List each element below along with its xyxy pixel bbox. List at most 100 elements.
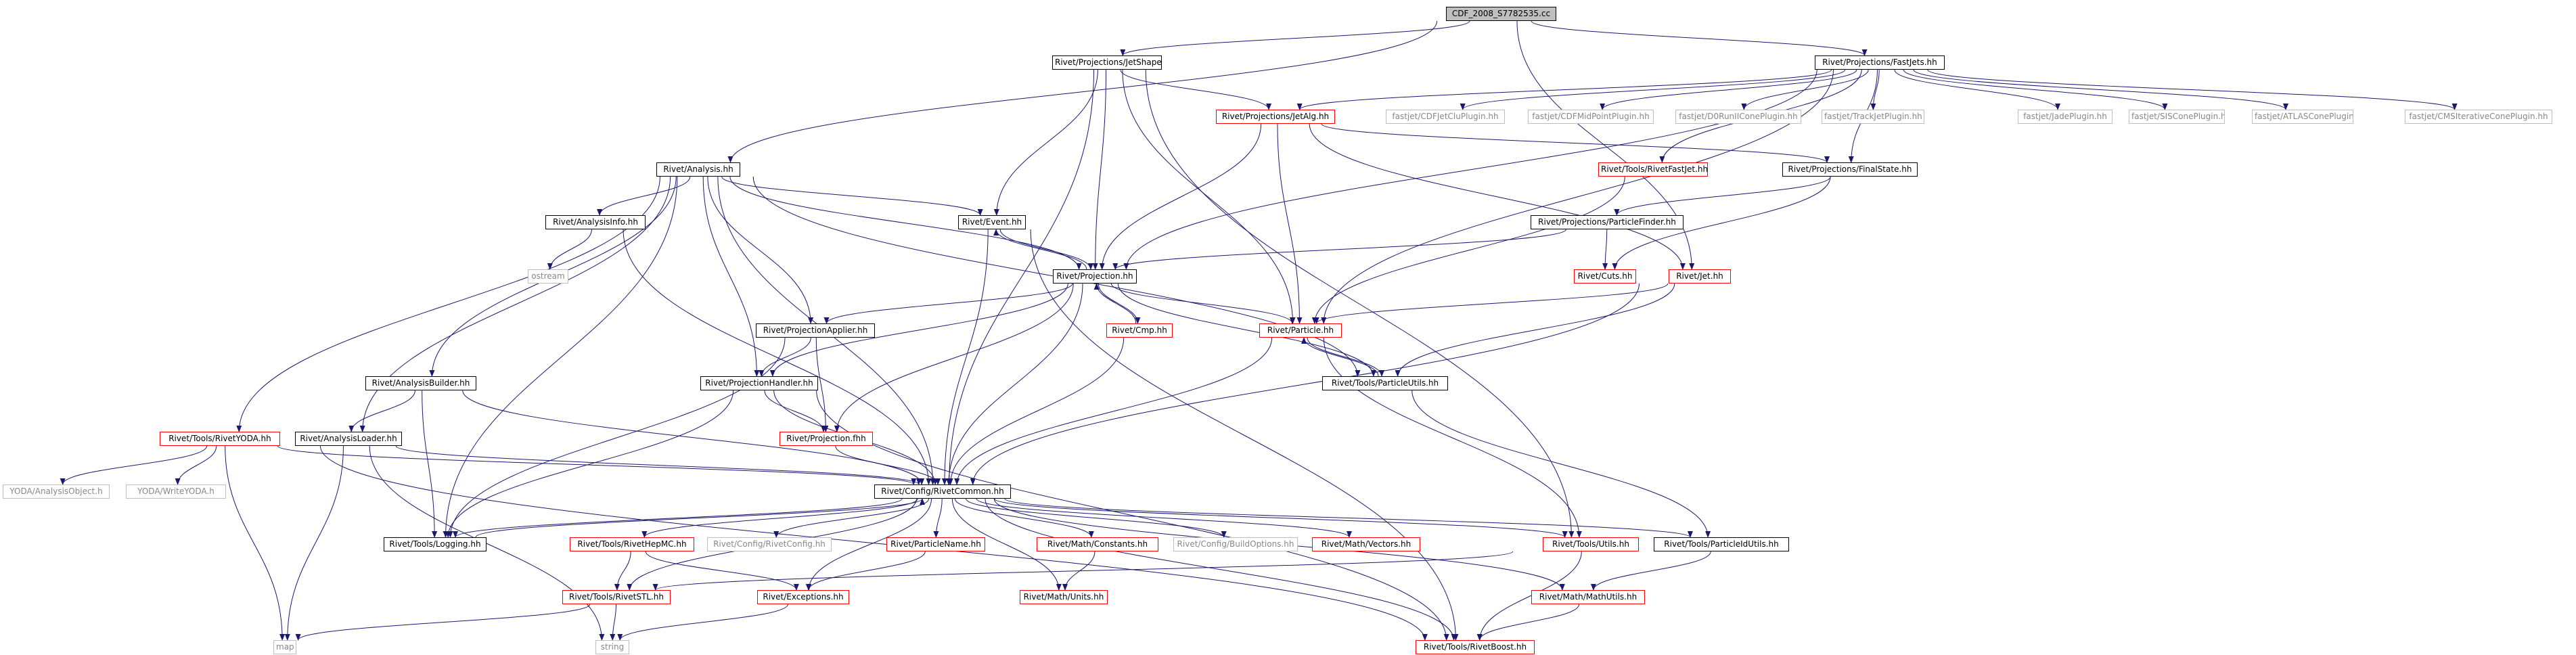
- edge-projection-to-rivetcommon: [946, 283, 1083, 485]
- edge-finalstate-to-particlefinder: [1614, 176, 1831, 216]
- node-cuts-header[interactable]: Rivet/Cuts.hh: [1574, 269, 1636, 284]
- node-root-source-file[interactable]: CDF_2008_S7782535.cc: [1446, 7, 1556, 21]
- edge-jetshape-to-jetalg: [1120, 69, 1271, 110]
- edge-analysisinfo-to-ostream: [547, 229, 592, 270]
- node-yoda-analysisobject: YODA/AnalysisObject.h: [3, 484, 110, 499]
- edge-fastjets-to-projection: [1123, 69, 1817, 270]
- edge-particle-to-rivetcommon: [954, 337, 1273, 485]
- edge-rivetcommon-to-utils: [994, 498, 1568, 538]
- node-analysisloader-header[interactable]: Rivet/AnalysisLoader.hh: [295, 432, 402, 446]
- node-atlascone-plugin: fastjet/ATLASConePlugin.hh: [2252, 110, 2353, 124]
- edge-utils-to-rivetboost: [1476, 551, 1582, 641]
- node-exceptions-header[interactable]: Rivet/Exceptions.hh: [757, 590, 849, 604]
- edge-mathutils-to-rivetboost: [1476, 604, 1580, 641]
- edge-particleidutils-to-mathutils: [1590, 551, 1711, 591]
- edge-rivetcommon-to-mathunits: [951, 498, 1062, 591]
- node-rivetconfig-header: Rivet/Config/RivetConfig.hh: [707, 537, 832, 551]
- node-rivetboost-header[interactable]: Rivet/Tools/RivetBoost.hh: [1416, 640, 1535, 654]
- edge-projection-to-event: [993, 229, 1087, 270]
- edge-event-to-rivetboost: [1030, 229, 1459, 641]
- node-math-mathutils-header[interactable]: Rivet/Math/MathUtils.hh: [1531, 590, 1645, 604]
- node-jetalg-header[interactable]: Rivet/Projections/JetAlg.hh: [1216, 110, 1335, 124]
- edge-jetalg-to-jet: [1309, 123, 1686, 270]
- edge-exceptions-to-string: [617, 604, 788, 641]
- node-analysisbuilder-header[interactable]: Rivet/AnalysisBuilder.hh: [365, 376, 476, 390]
- node-math-units-header[interactable]: Rivet/Math/Units.hh: [1020, 590, 1108, 604]
- node-projection-header[interactable]: Rivet/Projection.hh: [1053, 269, 1137, 284]
- node-jade-plugin: fastjet/JadePlugin.hh: [2018, 110, 2112, 124]
- node-projectionhandler-header[interactable]: Rivet/ProjectionHandler.hh: [700, 376, 818, 390]
- node-fastjets-header[interactable]: Rivet/Projections/FastJets.hh: [1815, 55, 1945, 70]
- edge-rivetcommon-to-particlename: [933, 498, 943, 538]
- edge-projection-to-projapplier: [823, 283, 1073, 324]
- edge-analysis-to-analysisinfo: [597, 176, 691, 216]
- edge-rivetyoda-to-rivetcommon: [277, 445, 916, 485]
- node-cdfjetclu-plugin: fastjet/CDFJetCluPlugin.hh: [1386, 110, 1505, 124]
- node-projection-fhh[interactable]: Rivet/Projection.fhh: [779, 432, 873, 446]
- edge-rivetstl-to-string: [610, 604, 617, 641]
- edge-rivetcommon-to-logging: [453, 498, 903, 538]
- edge-root-to-jet: [1516, 20, 1695, 270]
- node-buildoptions-header: Rivet/Config/BuildOptions.hh: [1173, 537, 1298, 551]
- edge-projfhh-to-rivetcommon: [835, 445, 941, 485]
- node-jetshape-header[interactable]: Rivet/Projections/JetShape.hh: [1052, 55, 1162, 70]
- edge-projhandler-to-projfhh: [764, 390, 827, 432]
- node-analysis-header[interactable]: Rivet/Analysis.hh: [656, 162, 740, 177]
- node-math-constants-header[interactable]: Rivet/Math/Constants.hh: [1037, 537, 1158, 551]
- edge-rivetcommon-to-rivethepmc: [641, 498, 918, 538]
- edge-jet-to-particleutils: [1395, 283, 1675, 377]
- node-particlename-header[interactable]: Rivet/ParticleName.hh: [886, 537, 985, 551]
- edge-jetshape-to-particle: [1122, 69, 1296, 324]
- edge-root-to-jetshape: [1120, 20, 1470, 56]
- node-cmp-header[interactable]: Rivet/Cmp.hh: [1106, 323, 1173, 338]
- edge-analysisinfo-to-rivetcommon: [623, 229, 932, 485]
- edge-fastjets-to-cdfjetclu: [1460, 69, 1846, 110]
- edge-finalstate-to-cuts: [1612, 176, 1831, 270]
- node-yoda-writeyoda: YODA/WriteYODA.h: [126, 484, 226, 499]
- node-rivetfastjet-header[interactable]: Rivet/Tools/RivetFastJet.hh: [1598, 162, 1708, 177]
- edge-rivetcommon-to-buildopts: [966, 498, 1227, 538]
- node-rivetcommon-header[interactable]: Rivet/Config/RivetCommon.hh: [874, 484, 1011, 499]
- edge-rivetyoda-to-yodaobj: [60, 445, 208, 485]
- edge-fastjets-to-d0run2: [1741, 69, 1869, 110]
- node-finalstate-header[interactable]: Rivet/Projections/FinalState.hh: [1782, 162, 1918, 177]
- edge-rivethepmc-to-exceptions: [645, 551, 799, 591]
- node-particle-header[interactable]: Rivet/Particle.hh: [1259, 323, 1342, 338]
- node-analysisinfo-header[interactable]: Rivet/AnalysisInfo.hh: [545, 215, 646, 229]
- edge-projection-to-cmp: [1098, 283, 1141, 324]
- node-rivethepmc-header[interactable]: Rivet/Tools/RivetHepMC.hh: [570, 537, 694, 551]
- node-map-system: map: [273, 640, 296, 654]
- node-utils-header[interactable]: Rivet/Tools/Utils.hh: [1543, 537, 1639, 551]
- edge-projection-to-projhandler: [769, 283, 1068, 377]
- edge-rivetcommon-to-exceptions: [806, 498, 932, 591]
- node-jet-header[interactable]: Rivet/Jet.hh: [1669, 269, 1731, 284]
- edge-jetalg-to-finalstate: [1321, 123, 1830, 163]
- edge-fastjets-to-trackjet: [1870, 69, 1880, 110]
- edge-rivetyoda-to-yodawrite: [175, 445, 217, 485]
- edge-jet-to-rivetcommon: [970, 283, 1640, 485]
- edge-cmp-to-rivetcommon: [947, 337, 1125, 485]
- edge-analysis-to-event: [721, 176, 983, 216]
- edge-projhandler-to-rivetboost: [816, 390, 1449, 641]
- node-particlefinder-header[interactable]: Rivet/Projections/ParticleFinder.hh: [1531, 215, 1684, 229]
- edge-event-to-rivetcommon: [941, 229, 989, 485]
- node-cdfmidpoint-plugin: fastjet/CDFMidPointPlugin.hh: [1528, 110, 1654, 124]
- node-trackjet-plugin: fastjet/TrackJetPlugin.hh: [1822, 110, 1924, 124]
- edge-analysis-to-projhandler: [702, 176, 760, 377]
- edge-particle-to-utils: [1323, 337, 1582, 538]
- node-particleutils-header[interactable]: Rivet/Tools/ParticleUtils.hh: [1322, 376, 1448, 390]
- node-projectionapplier-header[interactable]: Rivet/ProjectionApplier.hh: [756, 323, 875, 338]
- edge-rivetcommon-to-rivetboost: [985, 498, 1457, 641]
- edge-analysisloader-to-map: [284, 445, 344, 641]
- node-logging-header[interactable]: Rivet/Tools/Logging.hh: [384, 537, 487, 551]
- node-rivetstl-header[interactable]: Rivet/Tools/RivetSTL.hh: [562, 590, 671, 604]
- edge-root-to-analysis: [727, 20, 1438, 163]
- edge-fastjets-to-jetalg: [1296, 69, 1832, 110]
- node-math-vectors-header[interactable]: Rivet/Math/Vectors.hh: [1312, 537, 1420, 551]
- node-event-header[interactable]: Rivet/Event.hh: [958, 215, 1026, 229]
- edge-particleutils-to-particleidutils: [1411, 390, 1711, 538]
- node-particleidutils-header[interactable]: Rivet/Tools/ParticleIdUtils.hh: [1654, 537, 1789, 551]
- node-rivetyoda-header[interactable]: Rivet/Tools/RivetYODA.hh: [160, 432, 280, 446]
